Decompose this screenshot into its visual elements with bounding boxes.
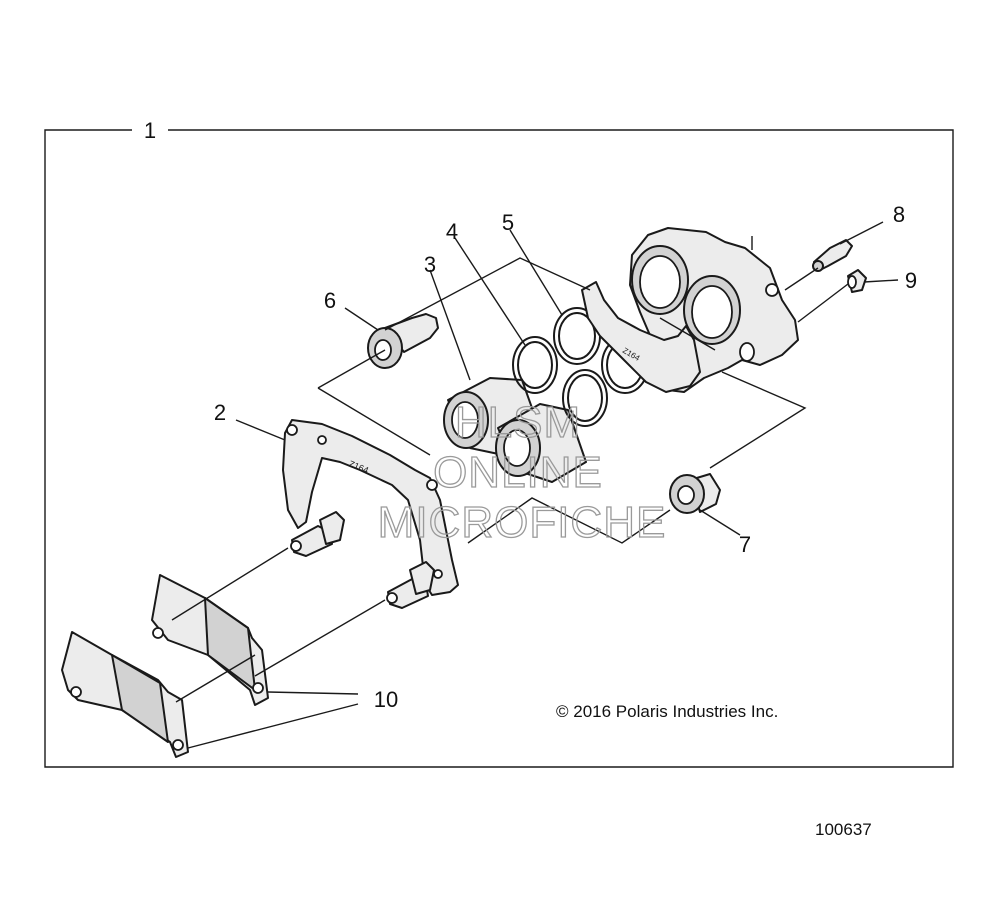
slide-pin-boot-lower xyxy=(669,473,721,514)
callout-6: 6 xyxy=(324,288,336,313)
leader-lines xyxy=(171,221,899,749)
watermark-line-1: HLSM xyxy=(455,398,581,447)
callout-5: 5 xyxy=(502,210,514,235)
callout-8: 8 xyxy=(893,202,905,227)
callout-4: 4 xyxy=(446,219,458,244)
callout-7: 7 xyxy=(739,532,751,557)
brake-pad-rear xyxy=(151,574,269,706)
callout-1: 1 xyxy=(144,118,156,143)
caliper-bracket: Z164 xyxy=(282,419,459,609)
watermark-line-3: MICROFICHE xyxy=(378,498,667,547)
watermark-line-2: ONLINE xyxy=(433,448,603,497)
piston-seals xyxy=(512,336,608,427)
piston-rear xyxy=(495,403,587,483)
callout-10: 10 xyxy=(374,687,398,712)
copyright-text: © 2016 Polaris Industries Inc. xyxy=(556,702,778,721)
slide-pin-boot-upper xyxy=(367,313,439,369)
callout-9: 9 xyxy=(905,268,917,293)
document-number: 100637 xyxy=(815,820,872,839)
bleeder-cap xyxy=(847,269,867,293)
callout-labels: 1 2 3 4 5 6 7 8 9 10 xyxy=(144,118,917,712)
callout-2: 2 xyxy=(214,400,226,425)
callout-3: 3 xyxy=(424,252,436,277)
caliper-housing: Z164 xyxy=(581,227,799,393)
assembly-frame xyxy=(44,129,954,768)
bleeder-screw xyxy=(812,239,853,272)
watermark: HLSM ONLINE MICROFICHE xyxy=(377,397,667,547)
brake-pad-front xyxy=(61,631,189,758)
piston-front xyxy=(443,377,543,457)
